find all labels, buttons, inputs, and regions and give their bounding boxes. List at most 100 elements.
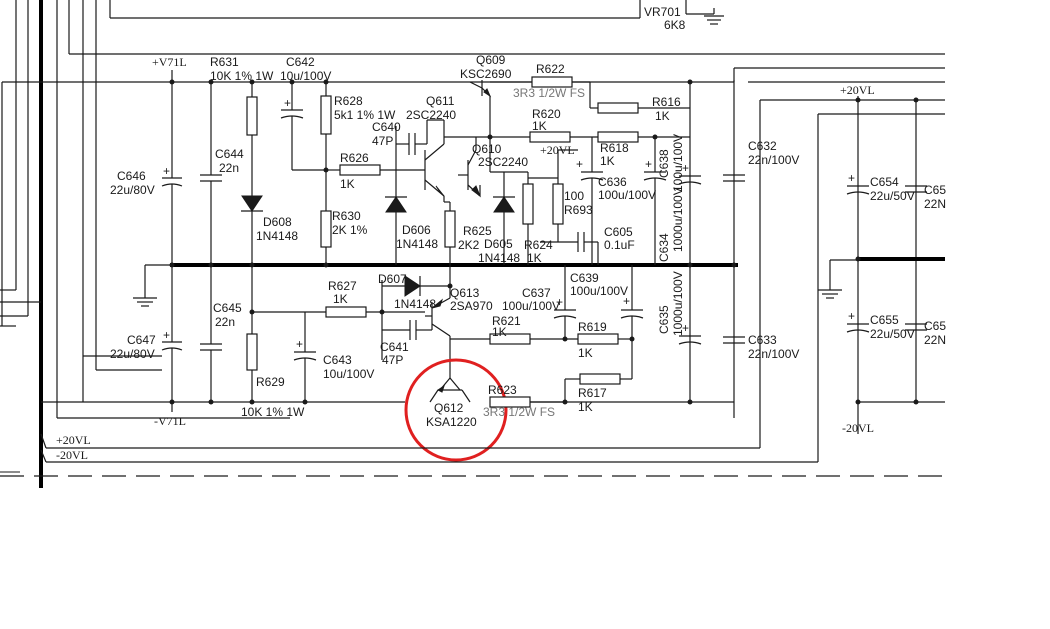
r619-value: 1K bbox=[578, 346, 593, 360]
c644-capacitor: C644 22n bbox=[200, 82, 244, 265]
c65b-value: 22N bbox=[924, 333, 946, 347]
d606-ref: D606 bbox=[402, 223, 431, 237]
c640-value: 47P bbox=[372, 134, 393, 148]
c646-capacitor: + C646 22u/80V bbox=[110, 82, 183, 265]
q613-transistor: Q613 2SA970 bbox=[425, 265, 493, 340]
c635-ref: C635 bbox=[657, 305, 671, 334]
d607-part: 1N4148 bbox=[394, 297, 436, 311]
r622-resistor: R622 3R3 1/2W FS bbox=[513, 62, 591, 108]
c647-capacitor: + C647 22u/80V bbox=[110, 265, 183, 402]
r628-value: 5k1 1% 1W bbox=[334, 108, 396, 122]
vr701-value: 6K8 bbox=[664, 18, 686, 32]
r625-resistor: R625 2K2 bbox=[444, 210, 492, 265]
top-area: VR701 6K8 bbox=[69, 0, 945, 55]
r618-value: 1K bbox=[600, 154, 615, 168]
d607-ref: D607 bbox=[378, 272, 407, 286]
d608-ref: D608 bbox=[263, 215, 292, 229]
r617-ref: R617 bbox=[578, 386, 607, 400]
r625-value: 2K2 bbox=[458, 238, 480, 252]
c65b-ref: C65 bbox=[924, 319, 946, 333]
c65a-value: 22N bbox=[924, 197, 946, 211]
c641-ref: C641 bbox=[380, 340, 409, 354]
r626-resistor: R626 1K bbox=[326, 151, 425, 191]
r616-ref: R616 bbox=[652, 95, 681, 109]
r626-ref: R626 bbox=[340, 151, 369, 165]
c640-ref: C640 bbox=[372, 120, 401, 134]
vr701-label: VR701 bbox=[644, 5, 681, 19]
svg-text:+: + bbox=[296, 337, 303, 351]
q612-highlight-circle bbox=[404, 358, 508, 462]
c65a-ref: C65 bbox=[924, 183, 946, 197]
q610-part: 2SC2240 bbox=[478, 155, 528, 169]
c635-value: 1000u/100V bbox=[671, 271, 685, 336]
r693-ref: R693 bbox=[564, 203, 593, 217]
d605-ref: D605 bbox=[484, 237, 513, 251]
r622-ref: R622 bbox=[536, 62, 565, 76]
bottom-20v-rails: +20VL -20VL bbox=[40, 433, 819, 463]
svg-text:+: + bbox=[645, 157, 652, 171]
c634-value: 1000u/100V bbox=[671, 187, 685, 252]
r631-d608-column: D608 1N4148 bbox=[241, 82, 298, 265]
c645-capacitor: C645 22n bbox=[200, 265, 242, 402]
c655-value: 22u/50V bbox=[870, 327, 915, 341]
r629-value: 10K 1% 1W bbox=[241, 405, 305, 419]
c638-ref: C638 bbox=[657, 149, 671, 178]
c645-value: 22n bbox=[215, 315, 235, 329]
right-supply: +20VL -20VL + C654 22u/50V C65 22N + C65… bbox=[748, 81, 946, 450]
c644-value: 22n bbox=[219, 161, 239, 175]
r626-value: 1K bbox=[340, 177, 355, 191]
c639-value: 100u/100V bbox=[570, 284, 628, 298]
d608-part: 1N4148 bbox=[256, 229, 298, 243]
c636-value: 100u/100V bbox=[598, 188, 656, 202]
d606-part: 1N4148 bbox=[396, 237, 438, 251]
r619-ref: R619 bbox=[578, 320, 607, 334]
svg-text:+: + bbox=[848, 171, 855, 185]
c641-value: 47P bbox=[382, 353, 403, 367]
c638-value: 100u/100V bbox=[671, 134, 685, 192]
rail-v20-pos-right: +20VL bbox=[840, 83, 875, 97]
c605-value: 0.1uF bbox=[604, 238, 635, 252]
q611-ref: Q611 bbox=[426, 94, 455, 108]
ground-left bbox=[133, 264, 172, 307]
r618-ref: R618 bbox=[600, 141, 629, 155]
c636-capacitor: + C636 100u/100V bbox=[576, 137, 656, 265]
svg-text:+: + bbox=[623, 294, 630, 308]
left-feed-lines bbox=[0, 0, 290, 488]
r627-resistor: R627 1K bbox=[304, 279, 425, 352]
rail-v20-neg-right: -20VL bbox=[842, 421, 874, 435]
d605-part: 1N4148 bbox=[478, 251, 520, 265]
q612-transistor: Q612 KSA1220 bbox=[426, 339, 477, 429]
r619-resistor: R619 1K bbox=[577, 320, 632, 360]
svg-text:+: + bbox=[682, 321, 689, 335]
c633-value: 22n/100V bbox=[748, 347, 799, 361]
q609-ref: Q609 bbox=[476, 53, 506, 67]
r617-value: 1K bbox=[578, 400, 593, 414]
c634-capacitor: + C634 1000u/100V bbox=[657, 161, 702, 262]
q611-part: 2SC2240 bbox=[406, 108, 456, 122]
q613-part: 2SA970 bbox=[450, 299, 493, 313]
c643-ref: C643 bbox=[323, 353, 352, 367]
q612-ref: Q612 bbox=[434, 401, 464, 415]
svg-text:+: + bbox=[163, 164, 170, 178]
positive-rail: +V71L R631 10K 1% 1W bbox=[152, 55, 945, 83]
c605-ref: C605 bbox=[604, 225, 633, 239]
r693-value: 100 bbox=[564, 189, 584, 203]
c654-ref: C654 bbox=[870, 175, 899, 189]
svg-text:+: + bbox=[848, 309, 855, 323]
r630-ref: R630 bbox=[332, 209, 361, 223]
r620-ref: R620 bbox=[532, 107, 561, 121]
c642-ref: C642 bbox=[286, 55, 315, 69]
svg-text:+: + bbox=[556, 295, 563, 309]
r621-resistor: R621 1K bbox=[489, 314, 578, 345]
junction-dots bbox=[169, 79, 737, 405]
q609-part: KSC2690 bbox=[460, 67, 512, 81]
r629-column: R629 10K 1% 1W bbox=[241, 265, 305, 419]
c640-capacitor: C640 47P bbox=[372, 120, 427, 170]
c633-capacitor: C633 22n/100V bbox=[723, 333, 799, 361]
r621-ref: R621 bbox=[492, 314, 521, 328]
r622-value: 3R3 1/2W FS bbox=[513, 86, 585, 100]
c647-ref: C647 bbox=[127, 333, 156, 347]
c632-value: 22n/100V bbox=[748, 153, 799, 167]
c633-ref: C633 bbox=[748, 333, 777, 347]
